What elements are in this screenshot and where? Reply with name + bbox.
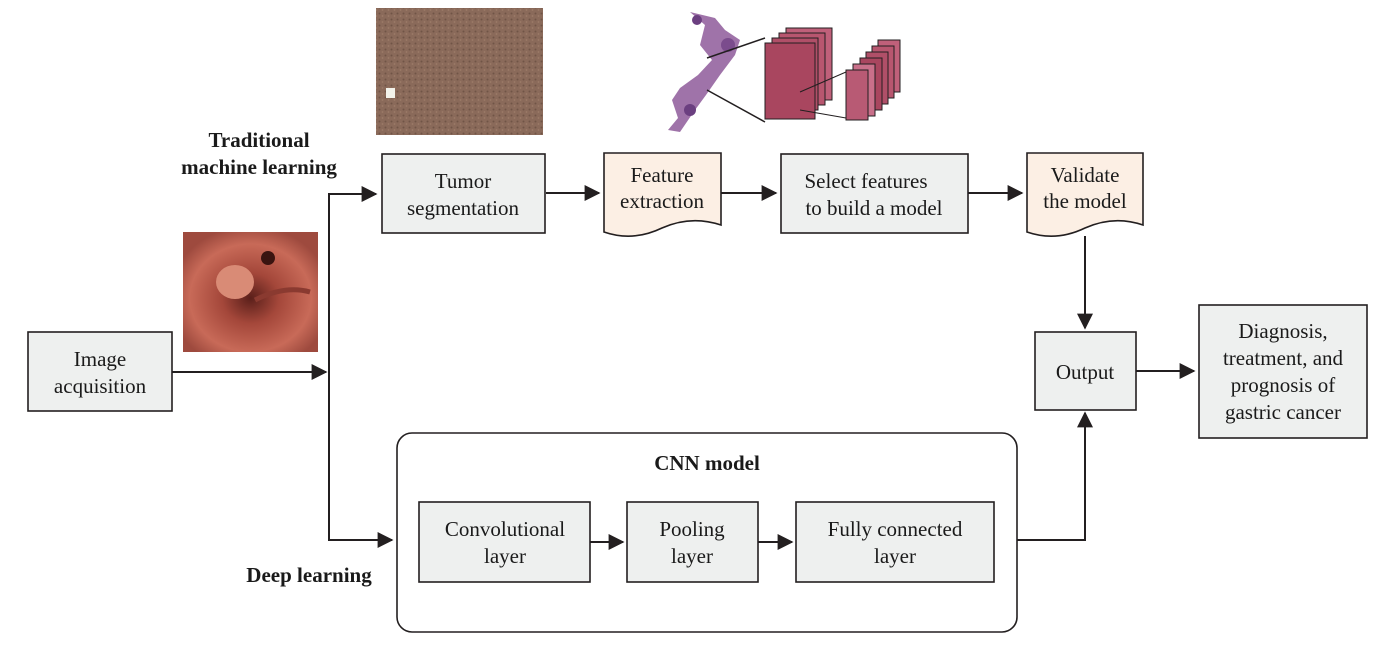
node-line: the model [1043, 189, 1127, 213]
histology-image [668, 12, 901, 132]
node-line: treatment, and [1223, 346, 1344, 370]
endoscopy-image [183, 232, 318, 352]
diagnosis-box: Diagnosis, treatment, and prognosis of g… [1198, 304, 1368, 439]
node-line: segmentation [407, 196, 519, 220]
node-line: layer [874, 544, 916, 568]
validate-model-document: Validate the model [1026, 152, 1144, 237]
tumor-segmentation-image [376, 8, 543, 135]
node-line: gastric cancer [1225, 400, 1341, 424]
node-line: Validate [1051, 163, 1120, 187]
node-line: Convolutional [445, 517, 565, 541]
connectors [172, 185, 1196, 550]
output-box: Output [1034, 331, 1137, 411]
deep-learning-label: Deep learning [246, 563, 372, 587]
node-line: acquisition [54, 374, 147, 398]
node-line: Pooling [659, 517, 725, 541]
tumor-segmentation-box: Tumor segmentation [381, 153, 546, 234]
node-line: Feature [631, 163, 694, 187]
node-line: extraction [620, 189, 704, 213]
feature-extraction-document: Feature extraction [603, 152, 722, 237]
convolutional-layer-box: Convolutional layer [418, 501, 591, 583]
image-acquisition-box: Image acquisition [27, 331, 173, 412]
node-line: layer [671, 544, 713, 568]
traditional-ml-label-line1: Traditional [208, 128, 309, 152]
cnn-model-title: CNN model [654, 451, 760, 475]
node-line: to build a model [805, 196, 942, 220]
node-line: Image [74, 347, 126, 371]
traditional-ml-label-line2: machine learning [181, 155, 337, 179]
node-line: layer [484, 544, 526, 568]
node-line: prognosis of [1231, 373, 1335, 397]
select-features-box: Select features to build a model [780, 153, 969, 234]
node-line: Diagnosis, [1238, 319, 1327, 343]
node-line: Select features [804, 169, 927, 193]
fully-connected-layer-box: Fully connected layer [795, 501, 995, 583]
node-line: Fully connected [828, 517, 963, 541]
node-line: Output [1056, 360, 1115, 384]
cnn-model-container [396, 432, 1018, 633]
node-line: Tumor [435, 169, 491, 193]
pooling-layer-box: Pooling layer [626, 501, 759, 583]
